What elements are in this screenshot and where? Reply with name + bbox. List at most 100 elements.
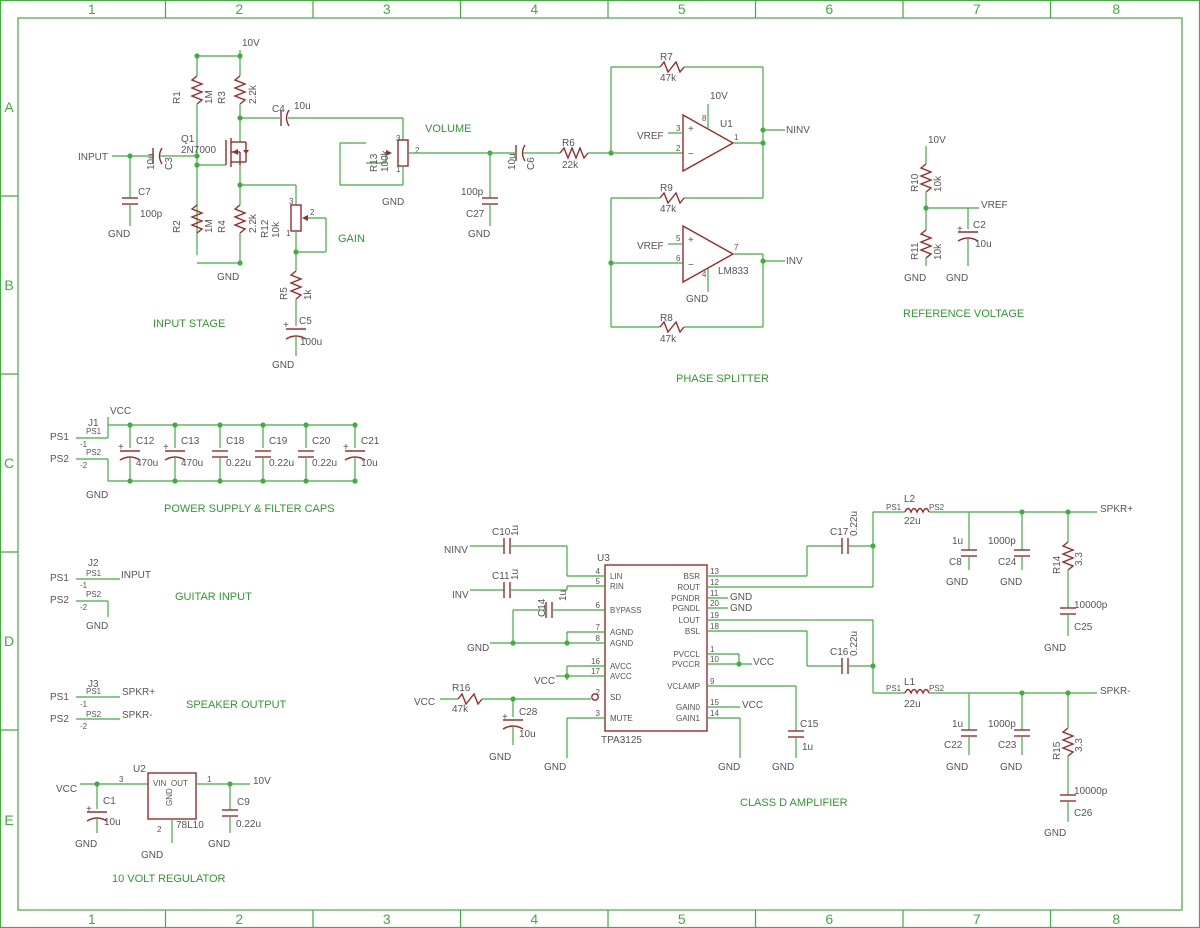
u2-name: U2	[133, 764, 146, 775]
c6-value: 10u	[507, 153, 518, 170]
input-stage: 10V R1 1M R3 2.2k C4 10u Q1 2N7000	[78, 38, 403, 371]
gnd-label: GND	[468, 229, 490, 240]
grid-col-3-bottom: 3	[383, 911, 391, 927]
c10-value: 1u	[510, 525, 521, 536]
c23-value: 1000p	[988, 719, 1016, 730]
c25-name: C25	[1074, 622, 1093, 633]
section-label-regulator: 10 VOLT REGULATOR	[112, 873, 226, 885]
u3-pin-number: 6	[596, 601, 601, 610]
gnd-label: GND	[946, 577, 968, 588]
section-label-reference-voltage: REFERENCE VOLTAGE	[903, 308, 1024, 320]
l2-ps2: PS2	[929, 503, 945, 512]
vcc-label: VCC	[534, 676, 555, 687]
q1-value: 2N7000	[181, 145, 216, 156]
r4-name: R4	[217, 220, 228, 233]
grid-row-C: C	[4, 455, 14, 471]
u3-pin-pvccl: PVCCL	[673, 650, 700, 659]
c4-name: C4	[272, 104, 285, 115]
vcc-label: VCC	[56, 784, 77, 795]
r13-pin3: 3	[396, 134, 401, 143]
j3-ps1: PS1	[50, 692, 69, 703]
u2-value: 78L10	[176, 820, 204, 831]
c26-name: C26	[1074, 808, 1093, 819]
c24-value: 1000p	[988, 536, 1016, 547]
c19-name: C19	[269, 436, 288, 447]
c15-name: C15	[800, 719, 819, 730]
j1-ps1: PS1	[50, 432, 69, 443]
reference-voltage: 10V R10 10k VREF R11 10k GND + C2 10u GN…	[903, 135, 1024, 320]
j2-ps2-pin: PS2	[86, 590, 102, 599]
gnd-label: GND	[86, 621, 108, 632]
grid-col-6-bottom: 6	[825, 911, 833, 927]
gnd-label: GND	[904, 273, 926, 284]
r3-name: R3	[217, 91, 228, 104]
u2-pin1: 1	[207, 775, 212, 784]
u3-pin-number: 10	[710, 655, 719, 664]
c11-name: C11	[492, 571, 510, 582]
c16-value: 0.22u	[849, 631, 860, 656]
u1b-minus: −	[688, 260, 694, 271]
l2-ps1: PS1	[886, 503, 902, 512]
grid-col-8-bottom: 8	[1112, 911, 1120, 927]
gnd-label: GND	[75, 839, 97, 850]
l2-name: L2	[904, 494, 916, 505]
grid-col-6-top: 6	[825, 1, 833, 17]
q1-name: Q1	[181, 134, 195, 145]
speaker-output: J3 PS1 PS1 -1 SPKR+ PS2 PS2 -2 SPKR- SPE…	[50, 679, 287, 731]
u1b-pin4: 4	[702, 270, 707, 279]
u3-pin-avcc: AVCC	[610, 672, 632, 681]
l1-ps1: PS1	[886, 684, 902, 693]
u3-pin-number: 13	[710, 567, 719, 576]
u3-pin-number: 19	[710, 611, 719, 620]
u3-pin-sd: SD	[610, 693, 621, 702]
j2-ps1-pin: PS1	[86, 569, 102, 578]
c9-value: 0.22u	[236, 819, 261, 830]
grid-col-4-bottom: 4	[530, 911, 538, 927]
c12-plus: +	[118, 442, 124, 453]
u3-pin-agnd: AGND	[610, 639, 633, 648]
vref-net-label: VREF	[981, 200, 1008, 211]
grid-col-5-top: 5	[678, 1, 686, 17]
r13-value: 100k	[380, 149, 391, 172]
j3-ps1-pin: PS1	[86, 687, 102, 696]
r12-name: R12	[260, 219, 271, 238]
vcc-label: VCC	[753, 657, 774, 668]
vref-label: VREF	[637, 131, 664, 142]
grid-col-8-top: 8	[1112, 1, 1120, 17]
gnd-label: GND	[544, 762, 566, 773]
r5-name: R5	[279, 287, 290, 300]
l2-value: 22u	[904, 516, 921, 527]
gnd-label: GND	[272, 360, 294, 371]
c5-value: 100u	[300, 337, 322, 348]
u3-pin-bypass: BYPASS	[610, 606, 641, 615]
r15-name: R15	[1052, 741, 1063, 760]
r13-pin1: 1	[396, 165, 401, 174]
r10-name: R10	[910, 173, 921, 192]
c6-name: C6	[526, 157, 537, 170]
c25-value: 10000p	[1074, 600, 1108, 611]
grid-col-5-bottom: 5	[678, 911, 686, 927]
c20-value: 0.22u	[312, 458, 337, 469]
l1-name: L1	[904, 677, 916, 688]
u1b-pin5: 5	[676, 234, 681, 243]
r15-value: 3.3	[1074, 738, 1085, 752]
u1a-pin1: 1	[734, 133, 739, 142]
c1-plus: +	[86, 804, 92, 815]
c14-value: 1u	[558, 590, 569, 601]
r13-name: R13	[369, 153, 380, 172]
u1-name: U1	[720, 119, 733, 130]
j1-ps1-pin: PS1	[86, 427, 102, 436]
u3-pin-bsl: BSL	[685, 627, 701, 636]
net-label-10v: 10V	[242, 38, 260, 49]
r9-value: 47k	[660, 204, 677, 215]
j2-pin1: -1	[80, 581, 88, 590]
u3-pin-pvccr: PVCCR	[672, 660, 700, 669]
c19-value: 0.22u	[269, 458, 294, 469]
j3-pin1: -1	[80, 700, 88, 709]
u3-pin-pgndr: PGNDR	[671, 594, 700, 603]
section-label-input-stage: INPUT STAGE	[153, 318, 225, 330]
c18-value: 0.22u	[226, 458, 251, 469]
grid-row-B: B	[4, 277, 13, 293]
u1b-name: LM833	[718, 266, 749, 277]
u3-pin-bsr: BSR	[684, 572, 701, 581]
